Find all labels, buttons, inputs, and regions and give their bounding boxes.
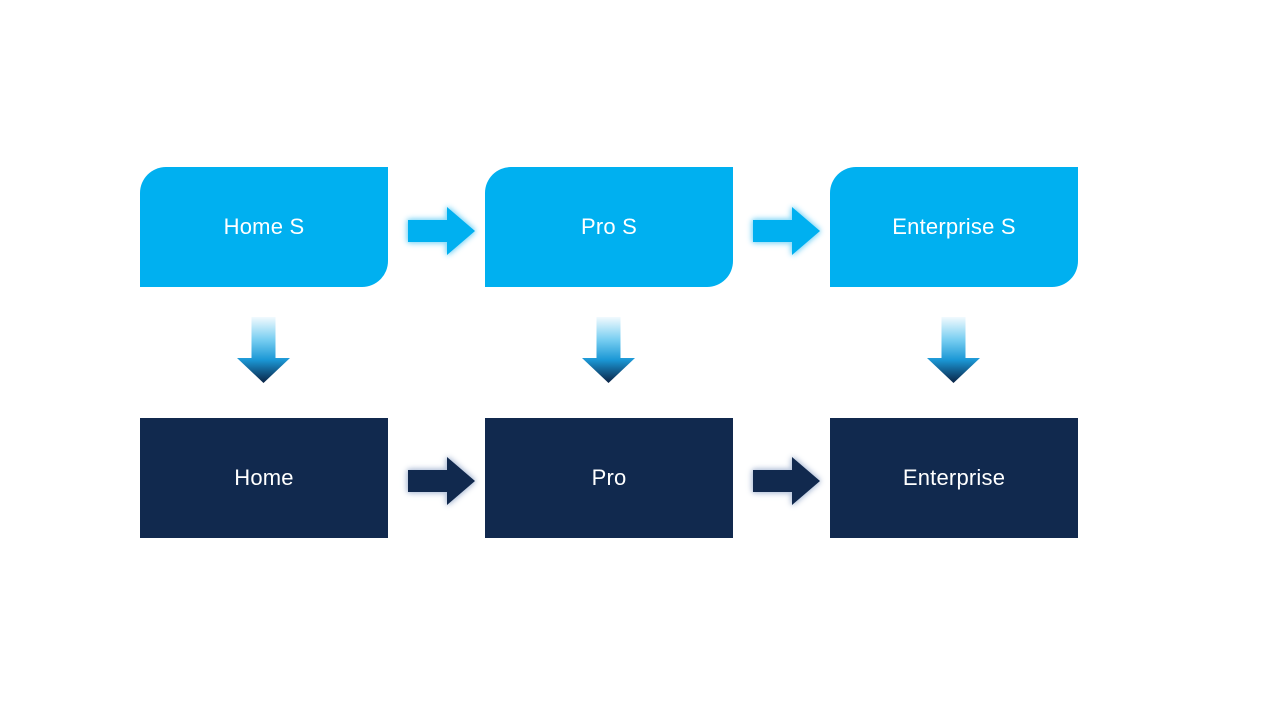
- node-enterprise-s: Enterprise S: [830, 167, 1078, 287]
- connector-home-s-to-home: [237, 317, 290, 383]
- connector-pro-to-enterprise: [753, 457, 820, 505]
- arrow-right-icon: [753, 457, 820, 505]
- node-pro-s-label: Pro S: [580, 214, 638, 239]
- connector-pro-s-to-enterprise-s: [753, 207, 820, 255]
- arrow-down-icon: [582, 317, 635, 383]
- node-pro: Pro: [485, 418, 733, 538]
- node-pro-s: Pro S: [485, 167, 733, 287]
- arrow-down-icon: [237, 317, 290, 383]
- node-enterprise-label: Enterprise: [902, 465, 1006, 490]
- connector-enterprise-s-to-enterprise: [927, 317, 980, 383]
- node-home-label: Home: [234, 465, 294, 490]
- node-home: Home: [140, 418, 388, 538]
- node-home-s-label: Home S: [223, 214, 305, 239]
- node-home-s: Home S: [140, 167, 388, 287]
- connector-home-to-pro: [408, 457, 475, 505]
- connector-home-s-to-pro-s: [408, 207, 475, 255]
- arrow-right-icon: [753, 207, 820, 255]
- node-enterprise-s-label: Enterprise S: [892, 214, 1016, 239]
- node-pro-label: Pro: [591, 465, 627, 490]
- connector-pro-s-to-pro: [582, 317, 635, 383]
- arrow-down-icon: [927, 317, 980, 383]
- arrow-right-icon: [408, 457, 475, 505]
- node-enterprise: Enterprise: [830, 418, 1078, 538]
- arrow-right-icon: [408, 207, 475, 255]
